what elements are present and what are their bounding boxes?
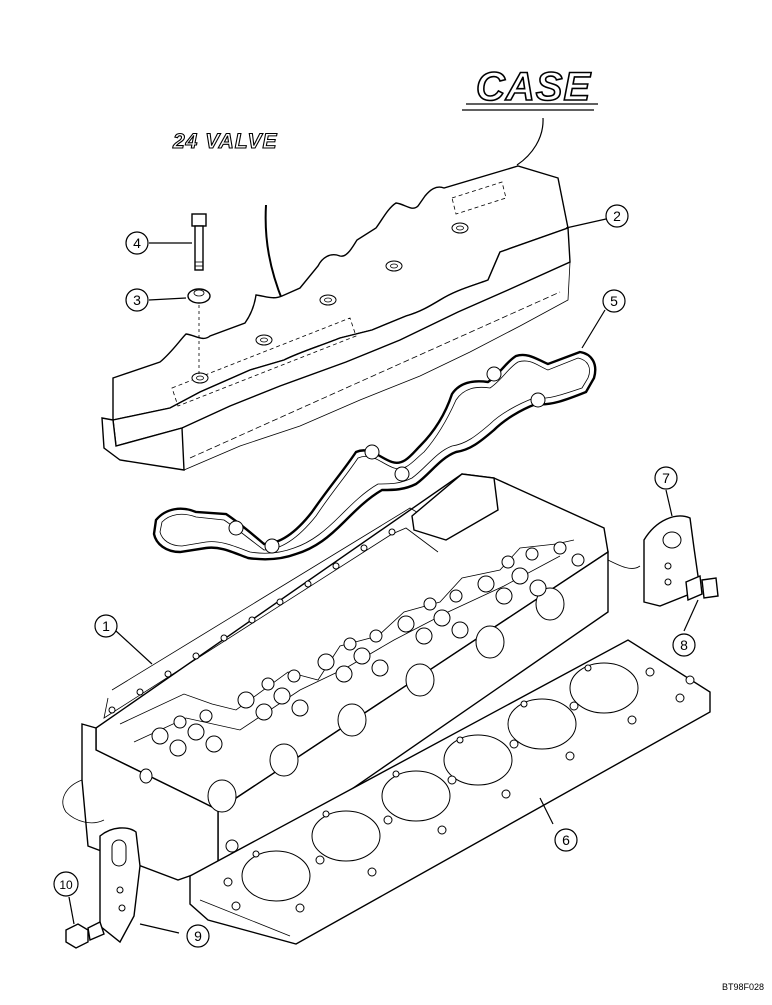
callout-7: 7 — [654, 466, 678, 490]
valve-decal-leader — [264, 204, 284, 303]
callout-10: 10 — [53, 871, 79, 897]
callout-10-label: 10 — [59, 878, 73, 892]
callout-6: 6 — [554, 828, 578, 852]
valve-label-text: 24 VALVE — [172, 130, 278, 153]
callout-1: 1 — [94, 614, 118, 638]
case-decal: CASE — [462, 64, 598, 166]
cylinder-head — [62, 473, 641, 881]
callout-3: 3 — [125, 288, 149, 312]
callout-3-label: 3 — [133, 292, 141, 308]
case-brand-text: CASE — [476, 65, 591, 109]
callout-8: 8 — [672, 633, 696, 657]
valve-cover — [101, 165, 571, 471]
callout-4: 4 — [125, 231, 149, 255]
bracket-bolt-front — [65, 921, 105, 949]
callout-4-label: 4 — [133, 235, 141, 251]
head-gasket — [189, 639, 711, 945]
seal-washer — [187, 288, 211, 374]
callout-1-label: 1 — [102, 618, 110, 634]
cover-gasket — [152, 350, 597, 561]
callout-2-label: 2 — [613, 208, 621, 224]
callout-6-label: 6 — [562, 832, 570, 848]
callout-9: 9 — [186, 924, 210, 948]
lift-bracket-front — [99, 827, 141, 944]
cover-bolt — [191, 213, 207, 271]
bracket-bolt-rear — [685, 574, 719, 602]
case-decal-leader — [516, 117, 544, 166]
callout-5-label: 5 — [610, 293, 618, 309]
callout-9-label: 9 — [194, 928, 202, 944]
valve-spring-cluster — [151, 541, 585, 757]
reference-code: BT98F028 — [722, 982, 764, 992]
gasket-bolt-holes — [223, 664, 695, 913]
callout-2: 2 — [605, 204, 629, 228]
callout-7-label: 7 — [662, 470, 670, 486]
callout-8-label: 8 — [680, 637, 688, 653]
leader-lines — [68, 218, 699, 934]
callout-5: 5 — [602, 289, 626, 313]
valve-decal: 24 VALVE — [171, 129, 284, 303]
